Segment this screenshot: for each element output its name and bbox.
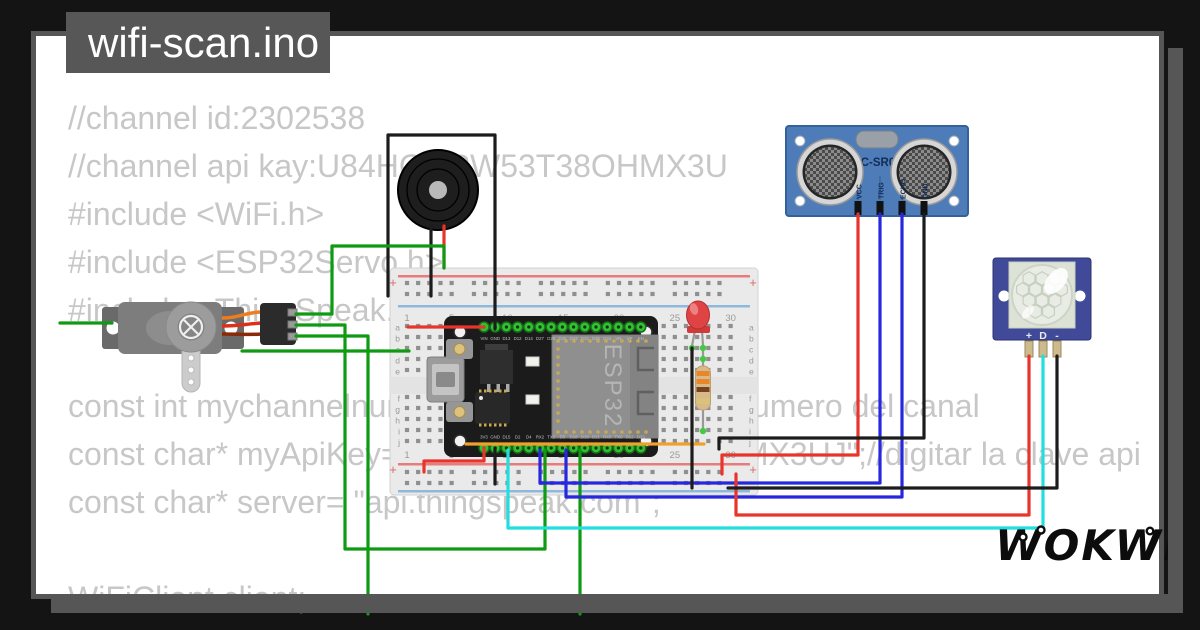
svg-text:h: h xyxy=(395,416,400,426)
piezo-buzzer[interactable] xyxy=(397,149,479,231)
svg-text:f: f xyxy=(749,394,752,404)
svg-text:RX0: RX0 xyxy=(603,435,612,440)
pir-motion-sensor[interactable]: + D- xyxy=(992,257,1092,358)
wire-servo-green-3[interactable] xyxy=(294,334,370,616)
pir-pin-label: D xyxy=(1039,330,1047,342)
svg-text:D18: D18 xyxy=(570,435,578,440)
svg-text:VIN: VIN xyxy=(480,336,487,341)
wire-pir-data-cyan[interactable] xyxy=(506,354,1045,530)
svg-text:g: g xyxy=(395,405,400,415)
svg-text:TX2: TX2 xyxy=(547,435,555,440)
svg-text:g: g xyxy=(749,405,754,415)
svg-text:+: + xyxy=(749,462,757,477)
wire-servo-signal-green[interactable] xyxy=(294,244,446,316)
svg-text:D23: D23 xyxy=(637,435,645,440)
wire-3v3-red[interactable] xyxy=(422,446,486,474)
svg-text:e: e xyxy=(395,367,400,377)
svg-text:a: a xyxy=(749,323,754,333)
svg-text:GND: GND xyxy=(490,336,500,341)
pir-pin-label: - xyxy=(1055,330,1059,342)
wire-ultrasonic-vcc-red[interactable] xyxy=(720,212,860,476)
svg-text:D12: D12 xyxy=(514,336,522,341)
svg-text:f: f xyxy=(398,394,401,404)
wires[interactable] xyxy=(58,133,1059,616)
svg-text:25: 25 xyxy=(670,313,681,324)
red-led[interactable] xyxy=(686,300,711,347)
svg-text:D14: D14 xyxy=(525,336,533,341)
svg-text:GND: GND xyxy=(490,435,500,440)
svg-text:30: 30 xyxy=(725,313,736,324)
svg-text:D35: D35 xyxy=(592,336,600,341)
svg-text:RX2: RX2 xyxy=(536,435,545,440)
sketch-filename-badge: wifi-scan.ino xyxy=(66,12,330,73)
servo-motor[interactable] xyxy=(102,301,298,393)
svg-text:d: d xyxy=(749,356,754,366)
wire-buzzer-gnd-black[interactable] xyxy=(386,133,497,331)
svg-text:D4: D4 xyxy=(526,435,532,440)
svg-text:i: i xyxy=(398,427,400,437)
wire-pir-vcc-red[interactable] xyxy=(734,354,1031,517)
svg-text:D15: D15 xyxy=(502,435,510,440)
esp32-devkit[interactable]: ESP32VIN3V3GNDGNDD13D15D12D2D14D4D27RX2D… xyxy=(426,316,659,457)
resistor[interactable] xyxy=(695,350,711,431)
page-shadow-bottom xyxy=(51,594,1183,613)
wire-servo-green-2[interactable] xyxy=(294,323,547,551)
sketch-filename: wifi-scan.ino xyxy=(88,19,320,66)
svg-text:j: j xyxy=(397,438,400,448)
esp32-label: ESP32 xyxy=(599,344,626,429)
svg-text:D21: D21 xyxy=(592,435,600,440)
svg-text:+: + xyxy=(389,462,397,477)
svg-text:b: b xyxy=(749,334,754,344)
svg-text:j: j xyxy=(748,438,751,448)
svg-text:e: e xyxy=(749,367,754,377)
wire-ultrasonic-gnd-black[interactable] xyxy=(717,212,926,451)
svg-text:c: c xyxy=(749,345,754,355)
svg-text:D22: D22 xyxy=(626,435,634,440)
svg-text:D27: D27 xyxy=(536,336,544,341)
code-line-1: //channel api kay:U84HGQPW53T38OHMX3U xyxy=(68,148,728,184)
svg-text:3V3: 3V3 xyxy=(480,435,488,440)
svg-text:+: + xyxy=(389,275,397,290)
hcsr04-pin-label: GND xyxy=(923,183,930,199)
svg-text:h: h xyxy=(749,416,754,426)
wokwi-logo: WOKWI xyxy=(995,521,1178,570)
code-line-0: //channel id:2302538 xyxy=(68,100,366,136)
svg-text:b: b xyxy=(395,334,400,344)
hcsr04-label: HC-SR04 xyxy=(852,157,902,169)
svg-text:VP: VP xyxy=(627,336,633,341)
svg-text:1: 1 xyxy=(404,450,409,461)
wire-pir-gnd-black[interactable] xyxy=(726,354,1059,490)
svg-text:VN: VN xyxy=(615,336,621,341)
page-shadow-right xyxy=(1168,48,1183,613)
hcsr04-pin-label: VCC xyxy=(857,184,864,199)
wire-ultrasonic-trig-blue[interactable] xyxy=(538,212,882,485)
svg-text:D32: D32 xyxy=(581,336,589,341)
svg-text:d: d xyxy=(395,356,400,366)
svg-text:D33: D33 xyxy=(570,336,578,341)
code-line-2: #include <WiFi.h> xyxy=(68,196,325,232)
svg-text:1: 1 xyxy=(404,313,409,324)
svg-text:D25: D25 xyxy=(558,336,566,341)
hcsr04-pin-label: ECHO xyxy=(901,178,908,199)
hcsr04-pin-label: TRIG xyxy=(879,182,886,199)
svg-text:i: i xyxy=(749,427,751,437)
svg-text:a: a xyxy=(395,323,400,333)
svg-text:25: 25 xyxy=(670,450,681,461)
svg-text:D13: D13 xyxy=(502,336,510,341)
svg-text:TX0: TX0 xyxy=(614,435,622,440)
svg-text:D2: D2 xyxy=(515,435,521,440)
wire-ultrasonic-echo-blue[interactable] xyxy=(564,212,904,499)
svg-text:D34: D34 xyxy=(603,336,611,341)
svg-text:D19: D19 xyxy=(581,435,589,440)
pir-pin-label: + xyxy=(1026,330,1032,342)
svg-text:+: + xyxy=(749,275,757,290)
svg-text:D5: D5 xyxy=(560,435,566,440)
svg-text:EN: EN xyxy=(638,336,644,341)
svg-text:D26: D26 xyxy=(547,336,555,341)
